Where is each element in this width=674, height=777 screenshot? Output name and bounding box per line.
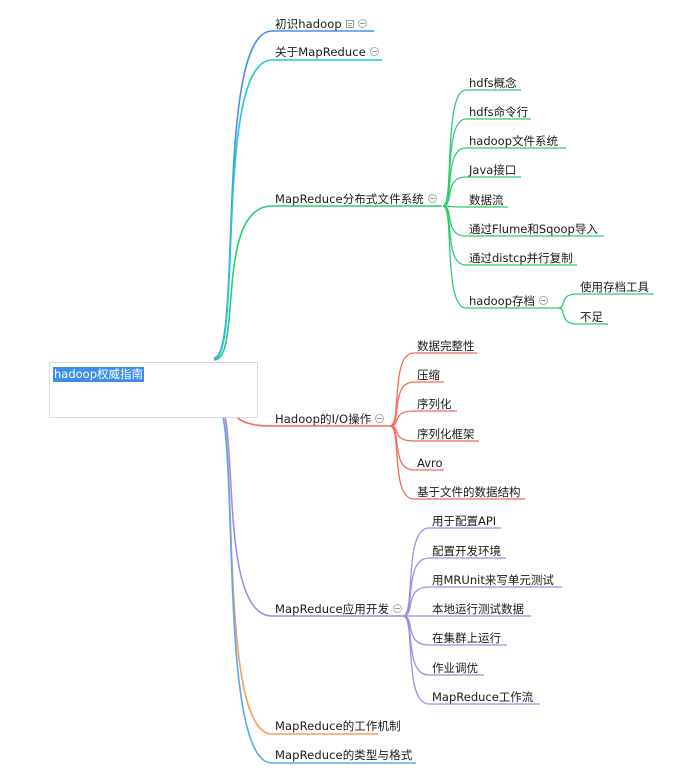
sub-connector bbox=[557, 307, 578, 325]
branch-connector bbox=[213, 205, 273, 361]
subtopic-dataflow[interactable]: 数据流 bbox=[469, 193, 504, 207]
branch-connector bbox=[213, 396, 273, 735]
subtopic-label: 不足 bbox=[580, 310, 603, 324]
subtopic-distcp[interactable]: 通过distcp并行复制 bbox=[469, 251, 573, 265]
sub-connector bbox=[557, 293, 578, 309]
topic-hadoop-io[interactable]: Hadoop的I/O操作 bbox=[275, 412, 385, 426]
subtopic-use-archive-tool[interactable]: 使用存档工具 bbox=[580, 280, 649, 294]
subtopic-serialization-framework[interactable]: 序列化框架 bbox=[417, 427, 475, 441]
sub-connector bbox=[402, 586, 430, 617]
sub-connector bbox=[389, 425, 415, 500]
subtopic-label: 用MRUnit来写单元测试 bbox=[432, 573, 554, 587]
sub-connector bbox=[442, 176, 467, 207]
subtopic-label: 用于配置API bbox=[432, 514, 497, 528]
subtopic-label: hdfs概念 bbox=[469, 76, 517, 90]
subtopic-label: 本地运行测试数据 bbox=[432, 602, 524, 616]
subtopic-flume-sqoop[interactable]: 通过Flume和Sqoop导入 bbox=[469, 222, 598, 236]
collapse-toggle-icon[interactable] bbox=[357, 19, 367, 28]
subtopic-label: 通过Flume和Sqoop导入 bbox=[469, 222, 598, 236]
subtopic-label: 压缩 bbox=[417, 368, 440, 382]
subtopic-avro[interactable]: Avro bbox=[417, 456, 443, 470]
topic-label: 初识hadoop bbox=[275, 17, 342, 31]
topic-label: 关于MapReduce bbox=[275, 45, 366, 59]
subtopic-hadoop-filesystem[interactable]: hadoop文件系统 bbox=[469, 134, 558, 148]
subtopic-hadoop-archive[interactable]: hadoop存档 bbox=[469, 294, 549, 308]
subtopic-data-integrity[interactable]: 数据完整性 bbox=[417, 339, 475, 353]
subtopic-mapreduce-workflow[interactable]: MapReduce工作流 bbox=[432, 690, 533, 704]
topic-mapreduce-mechanism[interactable]: MapReduce的工作机制 bbox=[275, 719, 401, 733]
subtopic-job-tuning[interactable]: 作业调优 bbox=[432, 661, 478, 675]
root-node-label[interactable]: hadoop权威指南 bbox=[53, 367, 145, 382]
subtopic-dev-environment[interactable]: 配置开发环境 bbox=[432, 544, 501, 558]
sub-connector bbox=[402, 615, 430, 705]
subtopic-label: 序列化 bbox=[417, 397, 452, 411]
subtopic-local-run[interactable]: 本地运行测试数据 bbox=[432, 602, 524, 616]
subtopic-label: 使用存档工具 bbox=[580, 280, 649, 294]
collapse-toggle-icon[interactable] bbox=[393, 604, 403, 613]
topic-label: MapReduce的工作机制 bbox=[275, 719, 401, 733]
topic-label: MapReduce的类型与格式 bbox=[275, 748, 413, 762]
subtopic-label: hdfs命令行 bbox=[469, 105, 529, 119]
topic-label: Hadoop的I/O操作 bbox=[275, 412, 372, 426]
subtopic-label: hadoop文件系统 bbox=[469, 134, 559, 148]
sub-connector bbox=[389, 381, 415, 427]
subtopic-file-data-structures[interactable]: 基于文件的数据结构 bbox=[417, 485, 521, 499]
sub-connector bbox=[442, 205, 467, 309]
topic-label: MapReduce应用开发 bbox=[275, 602, 390, 616]
subtopic-limitations[interactable]: 不足 bbox=[580, 310, 603, 324]
topic-label: MapReduce分布式文件系统 bbox=[275, 192, 424, 206]
sub-connector bbox=[402, 527, 430, 617]
subtopic-label: MapReduce工作流 bbox=[432, 690, 534, 704]
branch-connector bbox=[213, 59, 273, 360]
subtopic-label: Avro bbox=[417, 456, 443, 470]
subtopic-label: 序列化框架 bbox=[417, 427, 475, 441]
topic-mapreduce-types-formats[interactable]: MapReduce的类型与格式 bbox=[275, 748, 412, 762]
subtopic-label: 基于文件的数据结构 bbox=[417, 485, 521, 499]
topic-hdfs[interactable]: MapReduce分布式文件系统 bbox=[275, 192, 437, 206]
subtopic-run-on-cluster[interactable]: 在集群上运行 bbox=[432, 631, 501, 645]
sub-connector bbox=[402, 615, 430, 676]
subtopic-label: 配置开发环境 bbox=[432, 544, 501, 558]
sub-connector bbox=[389, 425, 415, 471]
subtopic-label: 数据完整性 bbox=[417, 339, 475, 353]
sub-connector bbox=[389, 410, 415, 427]
topic-about-mapreduce[interactable]: 关于MapReduce bbox=[275, 45, 379, 59]
collapse-toggle-icon[interactable] bbox=[369, 47, 379, 56]
subtopic-serialization[interactable]: 序列化 bbox=[417, 397, 452, 411]
branch-connector bbox=[213, 395, 273, 617]
subtopic-compression[interactable]: 压缩 bbox=[417, 368, 440, 382]
subtopic-hdfs-cli[interactable]: hdfs命令行 bbox=[469, 105, 528, 119]
subtopic-config-api[interactable]: 用于配置API bbox=[432, 514, 496, 528]
collapse-toggle-icon[interactable] bbox=[375, 414, 385, 423]
collapse-toggle-icon[interactable] bbox=[539, 296, 549, 305]
subtopic-label: 通过distcp并行复制 bbox=[469, 251, 573, 265]
sub-connector bbox=[389, 352, 415, 427]
subtopic-label: 在集群上运行 bbox=[432, 631, 501, 645]
subtopic-mrunit-tests[interactable]: 用MRUnit来写单元测试 bbox=[432, 573, 554, 587]
branch-connector bbox=[213, 30, 273, 359]
note-icon[interactable] bbox=[345, 19, 354, 28]
subtopic-hdfs-concept[interactable]: hdfs概念 bbox=[469, 76, 517, 90]
collapse-toggle-icon[interactable] bbox=[427, 194, 437, 203]
subtopic-java-interface[interactable]: Java接口 bbox=[469, 163, 516, 177]
subtopic-label: 数据流 bbox=[469, 193, 504, 207]
topic-intro-hadoop[interactable]: 初识hadoop bbox=[275, 17, 367, 31]
root-node[interactable]: hadoop权威指南 bbox=[49, 362, 258, 418]
topic-mapreduce-app-dev[interactable]: MapReduce应用开发 bbox=[275, 602, 403, 616]
subtopic-label: 作业调优 bbox=[432, 661, 478, 675]
subtopic-label: hadoop存档 bbox=[469, 294, 536, 308]
sub-connector bbox=[442, 118, 467, 207]
subtopic-label: Java接口 bbox=[469, 163, 517, 177]
